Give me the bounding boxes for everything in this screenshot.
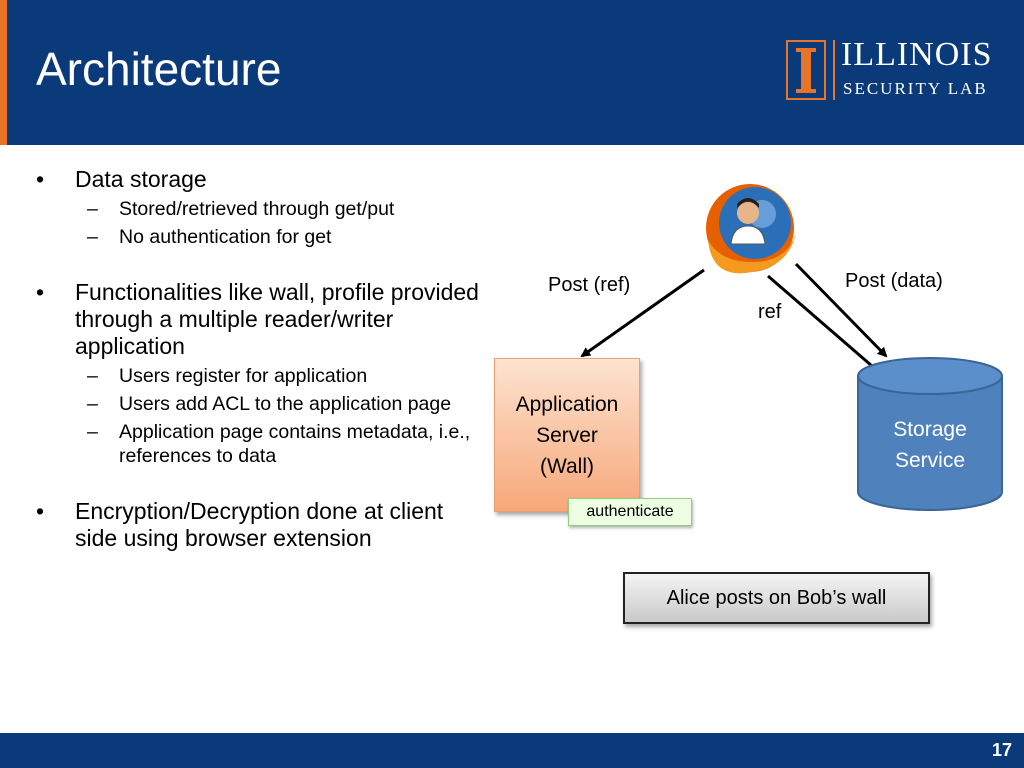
sub-bullet-item: –Application page contains metadata, i.e… <box>87 421 471 467</box>
post-ref-arrow <box>580 268 705 358</box>
sub-bullet-text: Users add ACL to the application page <box>119 393 452 415</box>
storage-service-label: Storage Service <box>858 414 1002 476</box>
sub-bullet-text: Users register for application <box>119 365 368 387</box>
ref-line <box>767 274 873 368</box>
app-server-line: Application <box>515 392 619 416</box>
bullet-text: Encryption/Decryption done at client sid… <box>75 498 444 551</box>
application-server-box: Application Server (Wall) <box>494 358 640 512</box>
post-data-label: Post (data) <box>845 270 943 292</box>
diagram-caption: Alice posts on Bob’s wall <box>623 572 930 624</box>
sub-bullet-item: –Users add ACL to the application page <box>87 393 452 415</box>
storage-cylinder <box>857 357 1003 511</box>
sub-bullet-text: Application page contains metadata, i.e.… <box>119 421 471 467</box>
storage-line: Storage <box>893 418 967 441</box>
slide-header: Architecture ILLINOIS SECURITY LAB <box>0 0 1024 145</box>
slide-title: Architecture <box>36 43 282 95</box>
illinois-security-lab-logo: ILLINOIS SECURITY LAB <box>786 36 1004 102</box>
app-server-line: Server <box>536 423 598 447</box>
header-accent-bar <box>0 0 7 145</box>
bullet-item: •Encryption/Decryption done at client si… <box>36 498 444 551</box>
slide-footer: 17 <box>0 733 1024 768</box>
post-ref-label: Post (ref) <box>548 274 631 296</box>
post-data-arrow <box>794 262 888 358</box>
sub-bullet-text: No authentication for get <box>119 226 332 248</box>
bullet-list: •Data storage –Stored/retrieved through … <box>36 166 486 554</box>
authenticate-label: authenticate <box>568 498 692 526</box>
page-number: 17 <box>991 740 1012 760</box>
logo-name: ILLINOIS <box>841 36 993 73</box>
logo-subtitle: SECURITY LAB <box>843 79 988 98</box>
ref-label: ref <box>758 301 782 323</box>
sub-bullet-item: –No authentication for get <box>87 226 332 248</box>
bullet-item: •Functionalities like wall, profile prov… <box>36 279 479 359</box>
column-icon <box>786 40 826 100</box>
bullet-item: •Data storage <box>36 166 207 192</box>
bullet-text: Data storage <box>75 166 207 192</box>
bullet-text: Functionalities like wall, profile provi… <box>75 279 479 359</box>
firefox-user-icon <box>706 184 796 274</box>
sub-bullet-text: Stored/retrieved through get/put <box>119 198 395 220</box>
app-server-line: (Wall) <box>539 454 595 478</box>
sub-bullet-item: –Users register for application <box>87 365 368 387</box>
storage-line: Service <box>894 449 966 472</box>
sub-bullet-item: –Stored/retrieved through get/put <box>87 198 395 220</box>
